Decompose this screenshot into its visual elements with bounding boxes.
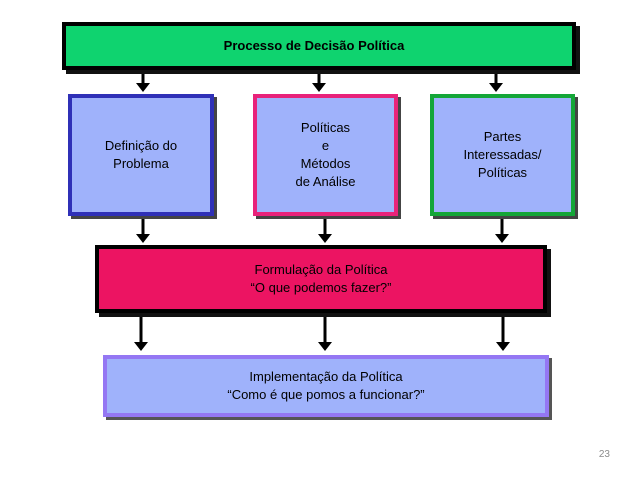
- partes-interessadas-box: Partes Interessadas/ Políticas: [430, 94, 575, 216]
- definicao-line-1: Definição do: [104, 138, 178, 153]
- definicao-line-2: Problema: [113, 156, 169, 171]
- politicas-metodos-box: Políticas e Métodos de Análise: [253, 94, 398, 216]
- politicas-line-1: Políticas: [300, 120, 351, 135]
- politicas-line-4: de Análise: [295, 174, 356, 189]
- politicas-line-2: e: [321, 138, 330, 153]
- partes-line-1: Partes: [483, 129, 522, 144]
- implementacao-line-1: Implementação da Política: [249, 369, 403, 384]
- definicao-problema-box: Definição do Problema: [68, 94, 214, 216]
- processo-decisao-box: Processo de Decisão Política: [62, 22, 576, 70]
- arrow-formulacao-to-implementacao-center: [318, 315, 332, 351]
- arrow-formulacao-to-implementacao-right: [496, 315, 510, 351]
- arrow-top-to-partes: [489, 70, 503, 92]
- arrow-partes-to-formulacao: [495, 218, 509, 243]
- arrow-top-to-definicao: [136, 70, 150, 92]
- arrow-definicao-to-formulacao: [136, 218, 150, 243]
- formulacao-line-2: “O que podemos fazer?”: [250, 280, 392, 295]
- partes-line-3: Políticas: [477, 165, 528, 180]
- formulacao-politica-box: Formulação da Política “O que podemos fa…: [95, 245, 547, 313]
- partes-line-2: Interessadas/: [463, 147, 542, 162]
- implementacao-line-2: “Como é que pomos a funcionar?”: [227, 387, 425, 402]
- arrow-top-to-politicas: [312, 70, 326, 92]
- formulacao-line-1: Formulação da Política: [254, 262, 388, 277]
- arrow-politicas-to-formulacao: [318, 218, 332, 243]
- politicas-line-3: Métodos: [300, 156, 351, 171]
- arrow-formulacao-to-implementacao-left: [134, 315, 148, 351]
- processo-decisao-label: Processo de Decisão Política: [223, 38, 405, 53]
- page-number: 23: [598, 449, 610, 460]
- implementacao-politica-box: Implementação da Política “Como é que po…: [103, 355, 549, 417]
